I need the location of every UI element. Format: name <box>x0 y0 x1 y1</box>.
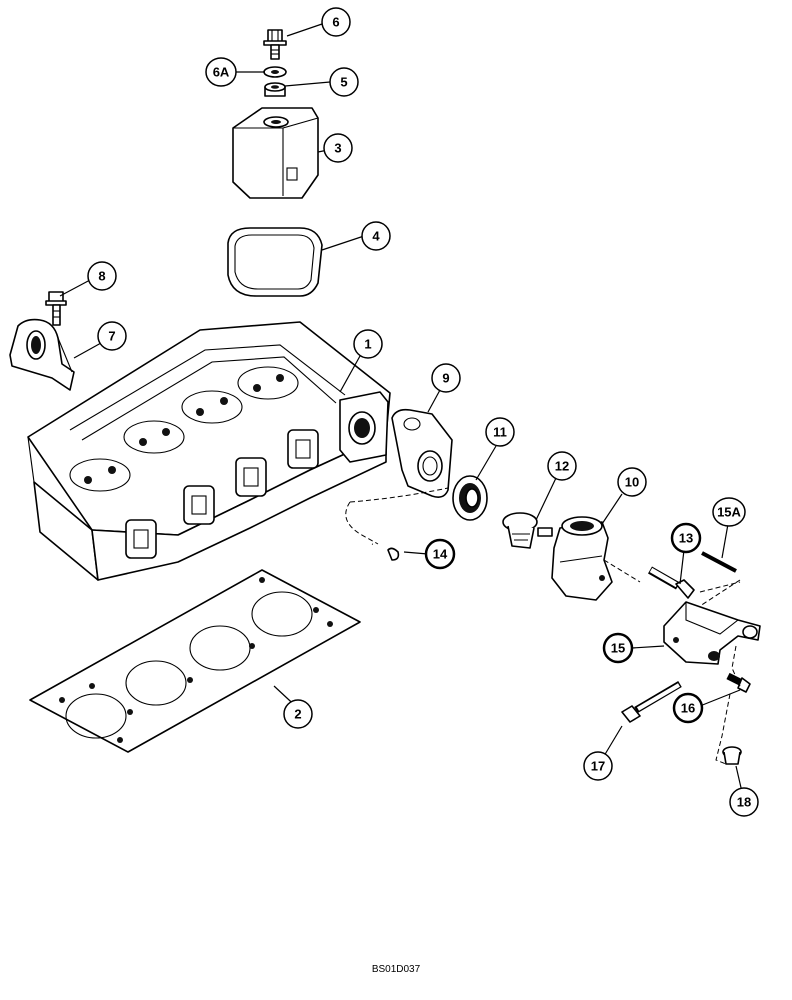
part-9-housing-gasket <box>391 408 453 498</box>
callout-8-label: 8 <box>98 269 105 284</box>
callout-15a-label: 15A <box>717 505 741 520</box>
callout-3-label: 3 <box>334 141 341 156</box>
callout-6-label: 6 <box>332 15 339 30</box>
callout-2-label: 2 <box>294 707 301 722</box>
callout-4: 4 <box>361 221 391 251</box>
callout-15: 15 <box>602 632 634 664</box>
callout-18: 18 <box>729 787 759 817</box>
callout-10-label: 10 <box>625 475 639 490</box>
part-11-seal <box>452 475 488 521</box>
callout-18-label: 18 <box>737 795 751 810</box>
part-15a-pin <box>701 551 737 573</box>
part-18-dowel <box>722 746 742 765</box>
callout-5-label: 5 <box>340 75 347 90</box>
callout-7: 7 <box>97 321 127 351</box>
callout-10: 10 <box>617 467 647 497</box>
part-15-bracket <box>663 601 761 665</box>
callout-12: 12 <box>547 451 577 481</box>
part-12-thermostat <box>502 512 553 549</box>
part-4-cover-gasket <box>227 227 323 297</box>
callout-11: 11 <box>485 417 515 447</box>
callout-6a-label: 6A <box>213 65 230 80</box>
callout-16: 16 <box>672 692 704 724</box>
callout-15-label: 15 <box>611 641 625 656</box>
callout-13: 13 <box>670 522 702 554</box>
part-1-cylinder-head <box>27 321 391 581</box>
callout-1-label: 1 <box>364 337 371 352</box>
callout-5: 5 <box>329 67 359 97</box>
callout-6a: 6A <box>205 57 237 87</box>
callout-6: 6 <box>321 7 351 37</box>
part-14-cap-screw <box>371 541 400 561</box>
part-2-head-gasket <box>29 569 361 753</box>
part-6a-washer <box>263 66 287 78</box>
callout-13-label: 13 <box>679 531 693 546</box>
callout-11-label: 11 <box>493 425 507 440</box>
part-7-lifting-bracket <box>9 318 75 391</box>
callout-3: 3 <box>323 133 353 163</box>
callout-4-label: 4 <box>372 229 380 244</box>
callout-2: 2 <box>283 699 313 729</box>
part-3-rocker-cover <box>232 107 319 199</box>
callout-14: 14 <box>424 538 456 570</box>
callout-7-label: 7 <box>108 329 115 344</box>
part-10-thermostat-housing <box>551 516 613 601</box>
callout-12-label: 12 <box>555 459 569 474</box>
figure-code: BS01D037 <box>371 964 421 975</box>
callout-15a: 15A <box>712 497 746 527</box>
assembly-dash-lines <box>345 487 741 765</box>
callout-9-label: 9 <box>442 371 449 386</box>
callout-8: 8 <box>87 261 117 291</box>
callout-17: 17 <box>583 751 613 781</box>
part-6-cap-screw <box>263 29 287 60</box>
callout-14-label: 14 <box>433 547 448 562</box>
leader-lines <box>59 23 743 793</box>
part-5-grommet <box>264 82 286 97</box>
callout-9: 9 <box>431 363 461 393</box>
part-8-cap-screw <box>45 291 67 326</box>
part-13-cap-screw <box>648 566 695 599</box>
callout-16-label: 16 <box>681 701 695 716</box>
callout-1: 1 <box>353 329 383 359</box>
part-17-cap-screw <box>621 680 682 723</box>
part-16-cap-screw <box>726 672 751 693</box>
callout-17-label: 17 <box>591 759 605 774</box>
